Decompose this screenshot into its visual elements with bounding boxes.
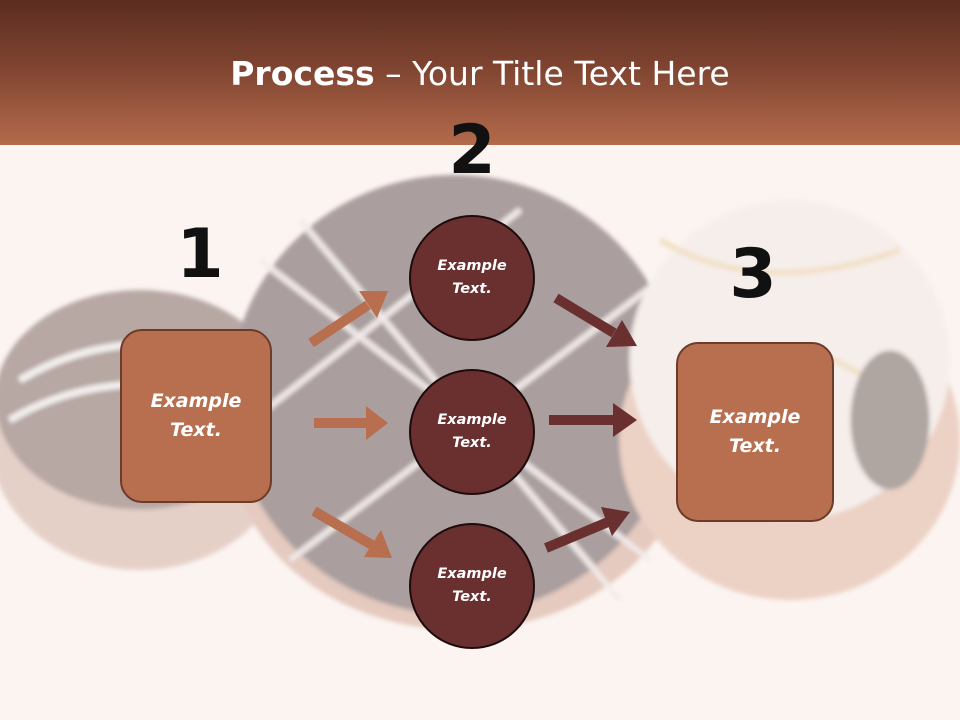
step-2-circle-bottom: Example Text. — [409, 523, 535, 649]
arrow-top-to-right — [553, 293, 637, 347]
arrow-bottom-to-right — [544, 507, 630, 553]
title-bar — [0, 0, 960, 145]
title-bold: Process — [230, 54, 375, 93]
step-3-text: Example Text. — [709, 406, 801, 457]
arrow-left-to-bottom — [311, 506, 392, 558]
arrow-left-to-middle — [314, 406, 388, 440]
circle-middle-text: Example Text. — [437, 412, 507, 451]
step-1-box: Example Text. — [120, 329, 272, 503]
arrow-left-to-top — [308, 291, 388, 348]
slide-title: Process – Your Title Text Here — [0, 52, 960, 96]
step-number-3: 3 — [729, 235, 777, 314]
step-number-2: 2 — [448, 111, 496, 190]
step-number-1: 1 — [176, 215, 224, 294]
step-2-circle-top: Example Text. — [409, 215, 535, 341]
title-rest: Your Title Text Here — [412, 54, 730, 93]
step-1-text: Example Text. — [150, 390, 242, 441]
step-2-circle-middle: Example Text. — [409, 369, 535, 495]
step-3-box: Example Text. — [676, 342, 834, 522]
arrow-middle-to-right — [549, 403, 637, 437]
circle-bottom-text: Example Text. — [437, 566, 507, 605]
circle-top-text: Example Text. — [437, 258, 507, 297]
title-dash: – — [374, 54, 413, 93]
